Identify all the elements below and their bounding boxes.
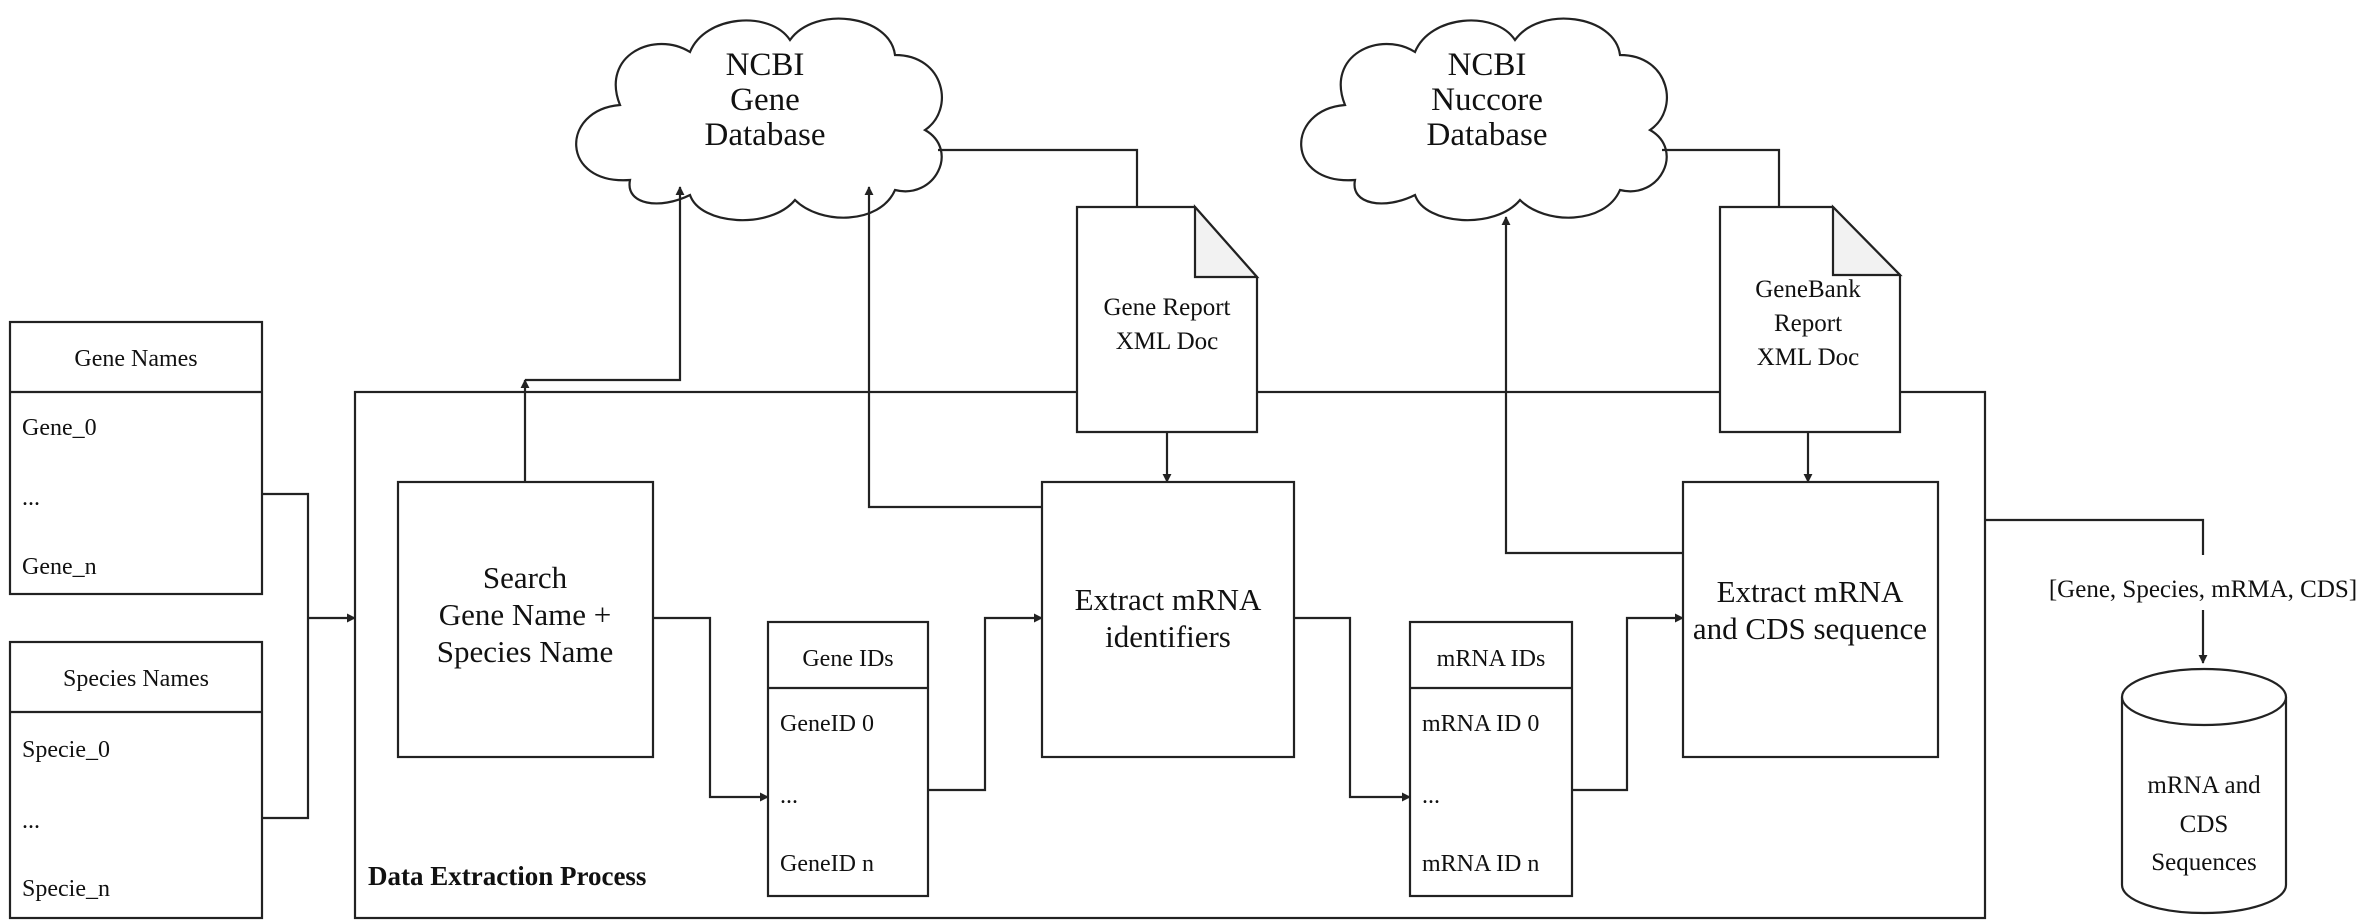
extract-seq-line-1: Extract mRNA <box>1717 574 1904 609</box>
gene-ids-item-2: GeneID n <box>780 851 874 877</box>
ncbi-nuccore-db-line-3: Database <box>1427 117 1548 153</box>
gene-names-item-0: Gene_0 <box>22 415 97 441</box>
search-to-gene-ids-arrow <box>653 616 769 802</box>
species-names-item-2: Specie_n <box>22 876 110 902</box>
gene-ids-title: Gene IDs <box>802 646 893 672</box>
extract-mrna-identifiers-box <box>1040 480 1296 759</box>
mrna-ids-to-extract-seq-arrow <box>1572 613 1684 792</box>
gene-report-fold <box>1193 204 1260 279</box>
ncbi-gene-db-line-2: Gene <box>730 82 800 118</box>
ncbi-nuccore-database-cloud <box>1300 17 1668 222</box>
mrna-ids-item-2: mRNA ID n <box>1422 851 1539 877</box>
gene-names-item-1: ... <box>22 485 40 511</box>
gene-ids-item-1: ... <box>780 783 798 809</box>
gene-names-list <box>8 320 264 596</box>
mrna-ids-title: mRNA IDs <box>1437 646 1546 672</box>
extract-ids-line-2: identifiers <box>1105 619 1231 654</box>
species-names-title: Species Names <box>63 666 209 692</box>
gene-report-line-1: Gene Report <box>1103 294 1230 321</box>
extract-to-mrna-ids-arrow <box>1294 616 1411 802</box>
gene-names-item-2: Gene_n <box>22 554 97 580</box>
species-names-item-1: ... <box>22 808 40 834</box>
extract-ids-line-1: Extract mRNA <box>1075 582 1262 617</box>
mrna-ids-item-0: mRNA ID 0 <box>1422 711 1539 737</box>
gene-ids-list <box>766 620 930 898</box>
genebank-report-line-3: XML Doc <box>1757 344 1860 371</box>
extract-seq-line-2: and CDS sequence <box>1693 611 1927 646</box>
output-record-label: [Gene, Species, mRMA, CDS] <box>2049 576 2357 603</box>
gene-ids-item-0: GeneID 0 <box>780 711 874 737</box>
gene-db-to-report-line <box>938 148 1139 207</box>
ncbi-nuccore-db-line-2: Nuccore <box>1431 82 1543 118</box>
output-database-top <box>2120 667 2288 727</box>
gene-ids-to-extract-arrow <box>928 613 1043 792</box>
ncbi-gene-database-cloud <box>575 17 943 222</box>
species-names-item-0: Specie_0 <box>22 737 110 763</box>
output-db-line-1: mRNA and <box>2147 772 2261 799</box>
extract-ids-to-gene-db-arrow <box>864 186 1042 509</box>
ncbi-gene-db-line-1: NCBI <box>726 47 805 83</box>
genebank-report-line-2: Report <box>1774 310 1842 337</box>
genebank-report-line-1: GeneBank <box>1755 276 1861 303</box>
genebank-report-fold <box>1831 204 1903 277</box>
search-step-line-3: Species Name <box>437 634 613 669</box>
mrna-ids-item-1: ... <box>1422 783 1440 809</box>
ncbi-nuccore-db-line-1: NCBI <box>1448 47 1527 83</box>
process-frame-label: Data Extraction Process <box>368 861 646 891</box>
output-db-line-2: CDS <box>2180 811 2229 838</box>
mrna-ids-list <box>1408 620 1574 898</box>
gene-report-line-2: XML Doc <box>1116 328 1219 355</box>
lists-merge-line <box>262 492 310 820</box>
output-db-line-3: Sequences <box>2151 849 2257 876</box>
search-step-line-2: Gene Name + <box>439 597 611 632</box>
extract-sequence-box <box>1681 480 1940 759</box>
species-names-list <box>8 640 264 920</box>
nuccore-db-to-report-line <box>1662 148 1781 207</box>
process-to-output-line <box>1985 518 2205 555</box>
output-database-cylinder <box>2120 697 2288 915</box>
gene-names-title: Gene Names <box>74 346 197 372</box>
search-step-line-1: Search <box>483 560 568 595</box>
junction-to-gene-db-arrow <box>525 186 685 382</box>
extract-seq-to-nuccore-arrow <box>1501 216 1683 555</box>
ncbi-gene-db-line-3: Database <box>705 117 826 153</box>
